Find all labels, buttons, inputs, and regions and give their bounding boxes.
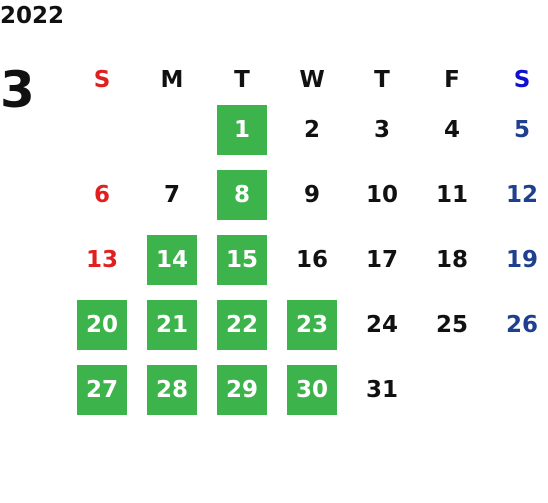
calendar-day[interactable]: 14	[137, 230, 207, 295]
calendar-day-empty	[137, 100, 207, 165]
weekday-header-thursday: T	[374, 67, 390, 93]
calendar-day[interactable]: 16	[277, 230, 347, 295]
calendar-day[interactable]: 26	[487, 295, 548, 360]
calendar-day[interactable]: 28	[137, 360, 207, 425]
day-number: 1	[217, 105, 267, 155]
day-number: 9	[303, 182, 320, 208]
calendar-day[interactable]: 8	[207, 165, 277, 230]
day-number: 10	[365, 182, 398, 208]
day-number: 25	[435, 312, 468, 338]
day-number: 21	[147, 300, 197, 350]
day-number: 7	[163, 182, 180, 208]
calendar-year: 2022	[0, 3, 65, 29]
calendar-day[interactable]: 2	[277, 100, 347, 165]
calendar-day[interactable]: 13	[67, 230, 137, 295]
calendar-day-empty	[417, 360, 487, 425]
calendar-day[interactable]: 3	[347, 100, 417, 165]
calendar-day[interactable]: 22	[207, 295, 277, 360]
calendar-day[interactable]: 4	[417, 100, 487, 165]
calendar-day[interactable]: 31	[347, 360, 417, 425]
calendar-day[interactable]: 1	[207, 100, 277, 165]
day-number: 15	[217, 235, 267, 285]
weekday-header-saturday: S	[513, 67, 531, 93]
day-number: 8	[217, 170, 267, 220]
calendar-day[interactable]: 15	[207, 230, 277, 295]
calendar-day[interactable]: 9	[277, 165, 347, 230]
calendar-day[interactable]: 29	[207, 360, 277, 425]
day-number: 23	[287, 300, 337, 350]
calendar-month: 3	[0, 61, 35, 119]
day-number: 24	[365, 312, 398, 338]
calendar-day[interactable]: 25	[417, 295, 487, 360]
calendar-day[interactable]: 10	[347, 165, 417, 230]
calendar-day[interactable]: 24	[347, 295, 417, 360]
day-number: 6	[93, 182, 110, 208]
day-number: 4	[443, 117, 460, 143]
day-number: 30	[287, 365, 337, 415]
day-number: 11	[435, 182, 468, 208]
weekday-header-tuesday: T	[234, 67, 250, 93]
day-number: 12	[505, 182, 538, 208]
calendar-day[interactable]: 5	[487, 100, 548, 165]
calendar-day[interactable]: 19	[487, 230, 548, 295]
day-number: 27	[77, 365, 127, 415]
day-number: 3	[373, 117, 390, 143]
day-number: 18	[435, 247, 468, 273]
weekday-header-monday: M	[160, 67, 184, 93]
day-number: 29	[217, 365, 267, 415]
calendar-day[interactable]: 30	[277, 360, 347, 425]
calendar-day[interactable]: 27	[67, 360, 137, 425]
day-number: 2	[303, 117, 320, 143]
day-number: 22	[217, 300, 267, 350]
weekday-header-friday: F	[444, 67, 460, 93]
day-number: 17	[365, 247, 398, 273]
calendar-day[interactable]: 6	[67, 165, 137, 230]
day-number: 20	[77, 300, 127, 350]
day-number: 26	[505, 312, 538, 338]
calendar-day[interactable]: 18	[417, 230, 487, 295]
weekday-header-wednesday: W	[299, 67, 325, 93]
day-number: 16	[295, 247, 328, 273]
weekday-header-sunday: S	[93, 67, 111, 93]
calendar-day[interactable]: 17	[347, 230, 417, 295]
day-number: 5	[513, 117, 530, 143]
calendar-day[interactable]: 12	[487, 165, 548, 230]
day-number: 31	[365, 377, 398, 403]
calendar-day-empty	[67, 100, 137, 165]
calendar-day[interactable]: 7	[137, 165, 207, 230]
day-number: 28	[147, 365, 197, 415]
day-number: 19	[505, 247, 538, 273]
calendar-day[interactable]: 23	[277, 295, 347, 360]
calendar-day[interactable]: 21	[137, 295, 207, 360]
calendar-day[interactable]: 20	[67, 295, 137, 360]
calendar-day[interactable]: 11	[417, 165, 487, 230]
calendar-grid: S M T W T F S 1 2 3 4 5 6 7 8 9 10 11 12…	[67, 60, 548, 425]
day-number: 13	[85, 247, 118, 273]
day-number: 14	[147, 235, 197, 285]
calendar-day-empty	[487, 360, 548, 425]
